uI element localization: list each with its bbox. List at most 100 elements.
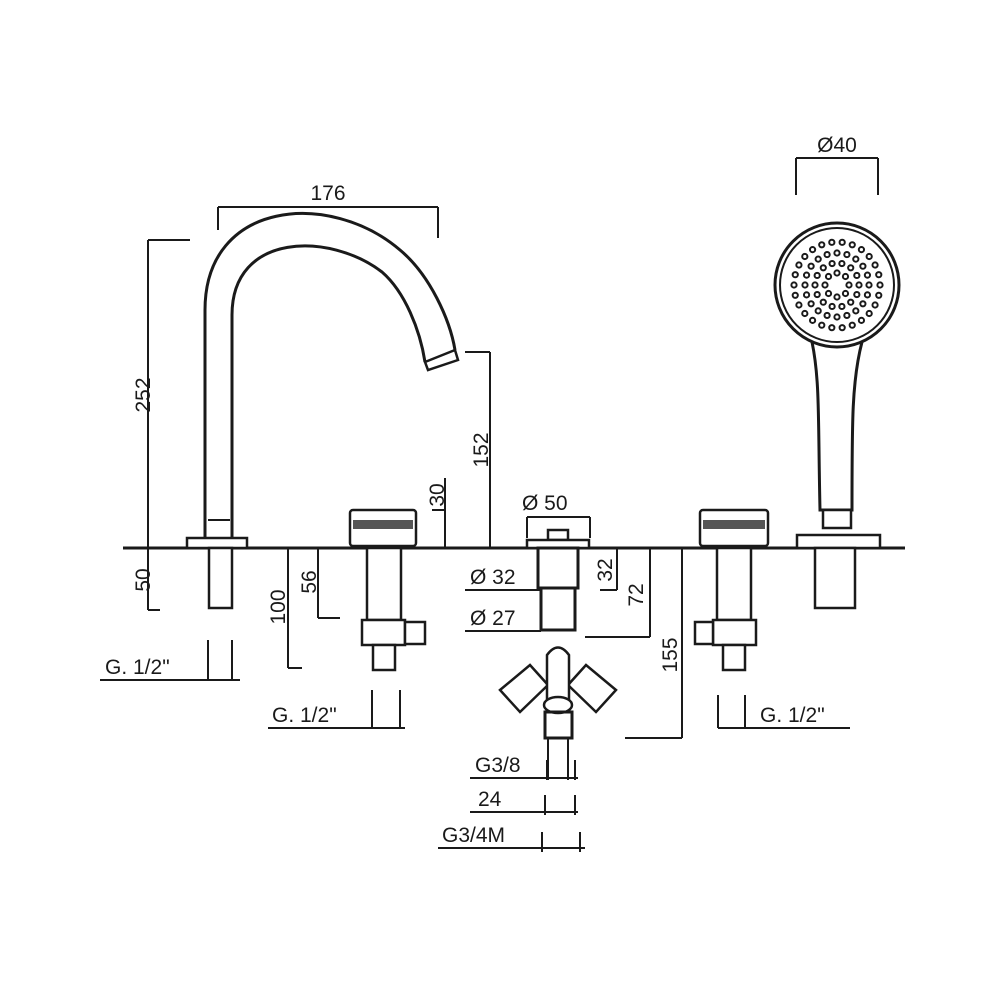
spray-nozzle-hole [807, 300, 815, 308]
spray-nozzle-hole [871, 261, 879, 269]
dim-label-32: 32 [594, 558, 617, 581]
spray-nozzle-hole [790, 281, 798, 289]
spray-nozzle-hole [808, 246, 817, 254]
spray-nozzle-hole [841, 272, 850, 281]
spray-nozzle-hole [814, 307, 822, 315]
spray-nozzle-hole [833, 293, 841, 301]
dimension-diverter-body: Ø 32 Ø 27 [465, 566, 541, 632]
dimension-right-valve-thread: G. 1/2" [717, 695, 850, 729]
spray-nozzle-hole [818, 321, 826, 329]
spray-nozzle-hole [838, 302, 846, 311]
spray-nozzle-hole [818, 241, 826, 249]
spray-nozzle-hole [828, 302, 836, 311]
dimension-diverter-threads: G3/8 24 G3/4M [438, 754, 585, 852]
spray-nozzle-hole [857, 316, 866, 324]
spray-nozzle-hole [875, 271, 883, 279]
spray-nozzle-hole [828, 324, 836, 332]
dim-label-152: 152 [470, 432, 493, 467]
dim-label-72: 72 [625, 583, 648, 606]
dimension-outlet-height: 152 [465, 351, 493, 548]
spray-nozzle-hole [876, 281, 884, 289]
dim-label-g34m: G3/4M [442, 824, 505, 847]
spray-nozzle-hole [852, 255, 860, 263]
spray-nozzle-hole [801, 309, 809, 318]
spray-nozzle-hole [843, 250, 851, 259]
dim-label-24: 24 [478, 788, 502, 811]
spray-nozzle-hole [819, 264, 827, 272]
dim-label-diameter-50: Ø 50 [522, 492, 568, 515]
spray-nozzle-hole [802, 271, 811, 279]
dim-label-right-thread: G. 1/2" [760, 704, 825, 727]
spray-nozzle-hole [875, 291, 883, 299]
left-valve [348, 508, 427, 672]
spray-nozzle-hole [811, 281, 819, 289]
spray-nozzle-hole [833, 269, 841, 277]
dimension-spout-thread: G. 1/2" [100, 640, 240, 681]
spray-nozzle-hole [863, 271, 872, 279]
spray-nozzle-hole [824, 272, 833, 281]
spray-nozzle-hole [859, 262, 867, 270]
spray-nozzle-hole [852, 307, 860, 315]
dim-label-50: 50 [132, 568, 155, 591]
spray-nozzle-hole [843, 311, 851, 320]
spray-nozzle-hole [819, 298, 827, 306]
spray-nozzle-hole [808, 316, 817, 324]
dimension-spout-width: 176 [217, 182, 439, 238]
spray-nozzle-hole [853, 271, 861, 280]
spray-nozzle-hole [791, 271, 799, 279]
spray-nozzle-hole [807, 262, 815, 270]
dim-label-g38: G3/8 [475, 754, 521, 777]
spray-nozzle-hole [802, 291, 811, 299]
spray-nozzle-hole [855, 281, 863, 289]
spray-nozzle-hole [801, 252, 809, 261]
spray-nozzle-hole [865, 309, 873, 318]
spray-nozzle-hole [813, 271, 821, 280]
spray-nozzle-hole [865, 252, 873, 261]
spray-nozzle-hole [845, 281, 853, 289]
spray-nozzle-hole [801, 281, 809, 289]
dim-label-diameter-40: Ø40 [817, 134, 857, 157]
spray-nozzle-hole [833, 249, 841, 257]
spray-nozzle-hole [848, 321, 856, 329]
spray-nozzle-hole [838, 324, 846, 332]
dim-label-252: 252 [132, 377, 155, 412]
spray-nozzle-hole [824, 289, 833, 298]
spray-nozzle-hole [828, 259, 836, 268]
spray-nozzle-hole [821, 281, 829, 289]
spray-nozzle-hole [865, 281, 873, 289]
dimension-spout-height: 252 50 [132, 239, 190, 611]
dimension-valve-shank: 56 100 [267, 548, 340, 669]
spray-nozzle-hole [848, 241, 856, 249]
dimension-left-valve-thread: G. 1/2" [268, 690, 405, 729]
spray-nozzle-hole [847, 264, 855, 272]
spray-nozzle-hole [847, 298, 855, 306]
dimension-diverter-diameter: Ø 50 [522, 492, 591, 538]
dim-label-56: 56 [298, 570, 321, 593]
spray-nozzle-hole [859, 300, 867, 308]
dimension-diverter-depth: 32 72 155 [585, 548, 683, 739]
spray-nozzle-hole [828, 238, 836, 246]
dim-label-diameter-27: Ø 27 [470, 607, 516, 630]
dim-label-100: 100 [267, 589, 290, 624]
spout [185, 212, 460, 610]
dim-label-spout-thread: G. 1/2" [105, 656, 170, 679]
spray-nozzle-hole [823, 250, 831, 259]
hand-shower [773, 221, 901, 610]
spray-nozzle-hole [795, 261, 803, 269]
dimension-shower-diameter: Ø40 [795, 134, 879, 195]
dim-label-diameter-32: Ø 32 [470, 566, 516, 589]
spray-nozzle-hole [814, 255, 822, 263]
spray-nozzle-hole [813, 290, 821, 299]
dim-label-left-thread: G. 1/2" [272, 704, 337, 727]
spray-nozzle-hole [841, 289, 850, 298]
dim-label-155: 155 [659, 637, 682, 672]
spray-nozzle-hole [857, 246, 866, 254]
spray-nozzle-hole [871, 301, 879, 309]
dim-label-176: 176 [310, 182, 345, 205]
right-valve [693, 508, 770, 672]
diverter [498, 528, 618, 780]
spray-nozzle-hole [833, 313, 841, 321]
dim-label-30: 30 [426, 483, 449, 506]
spray-nozzle-hole [823, 311, 831, 320]
